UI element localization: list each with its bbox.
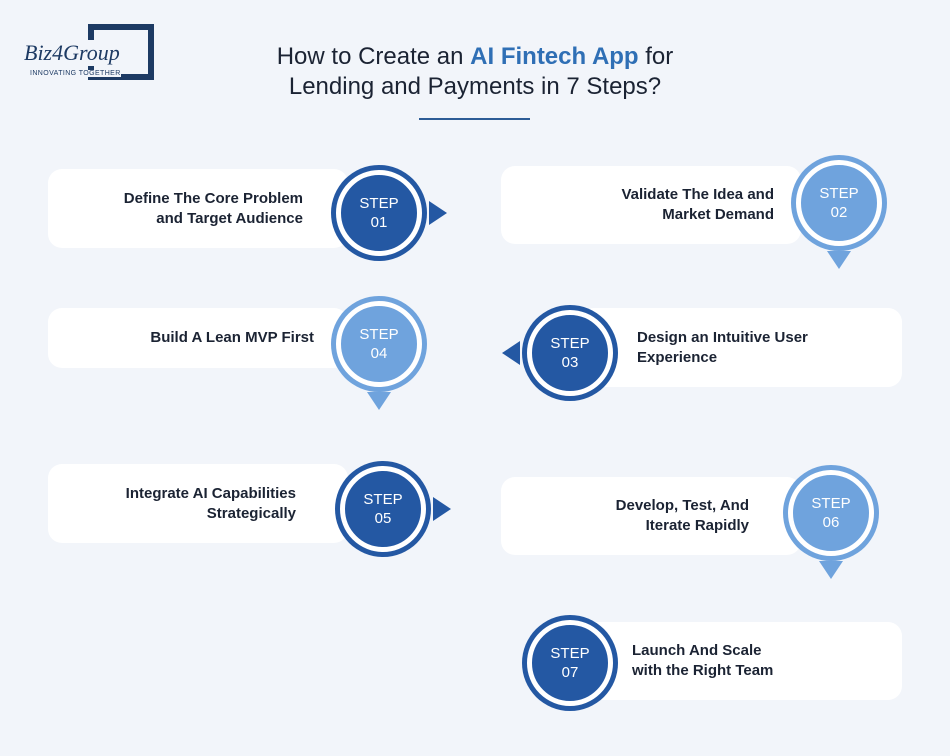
step-03-card: Design an Intuitive User Experience xyxy=(580,308,902,387)
step-03-badge: STEP 03 xyxy=(502,310,613,396)
step-06-arrow-down-icon xyxy=(819,561,843,579)
title-underline xyxy=(419,118,530,120)
step-03-text-line-1: Design an Intuitive User xyxy=(637,328,808,346)
step-07-badge: STEP 07 xyxy=(527,620,613,706)
step-05-label: STEP xyxy=(363,491,403,508)
biz4group-logo: Biz4Group INNOVATING TOGETHER xyxy=(22,24,157,84)
step-05-number: 05 xyxy=(374,510,392,527)
step-03-number: 03 xyxy=(561,354,579,371)
step-01-text-line-1: Define The Core Problem xyxy=(123,189,303,207)
step-02-number: 02 xyxy=(830,204,848,221)
step-04-text-line-1: Build A Lean MVP First xyxy=(150,329,314,346)
step-04-card: Build A Lean MVP First xyxy=(48,308,348,368)
step-04-label: STEP xyxy=(359,326,399,343)
step-05-circle: STEP 05 xyxy=(340,466,426,552)
title-suffix: for xyxy=(638,43,674,70)
step-06-number: 06 xyxy=(822,514,840,531)
step-07-card: Launch And Scale with the Right Team xyxy=(580,622,902,700)
title-line-2: Lending and Payments in 7 Steps? xyxy=(288,73,662,100)
step-05-text-line-2: Strategically xyxy=(206,504,296,522)
step-02-card: Validate The Idea and Market Demand xyxy=(501,166,801,244)
step-02-label: STEP xyxy=(819,185,859,202)
step-06-label: STEP xyxy=(811,495,851,512)
step-01-arrow-right-icon xyxy=(429,201,447,225)
step-07-circle: STEP 07 xyxy=(527,620,613,706)
step-05-text-line-1: Integrate AI Capabilities xyxy=(125,484,296,502)
step-07-number: 07 xyxy=(561,664,579,681)
title-line-1: How to Create an AI Fintech App for xyxy=(175,42,775,72)
title-highlight: AI Fintech App xyxy=(470,43,639,70)
step-02-text-line-1: Validate The Idea and xyxy=(621,186,774,203)
step-06-text-line-1: Develop, Test, And xyxy=(615,497,749,514)
step-02-arrow-down-icon xyxy=(827,251,851,269)
step-02-badge: STEP 02 xyxy=(796,160,882,269)
step-04-arrow-down-icon xyxy=(367,392,391,410)
step-07-text-line-1: Launch And Scale xyxy=(632,642,762,659)
step-03-text-line-2: Experience xyxy=(637,348,718,366)
step-07-label: STEP xyxy=(550,645,590,662)
step-01-circle: STEP 01 xyxy=(336,170,422,256)
step-02-circle: STEP 02 xyxy=(796,160,882,246)
step-01-card: Define The Core Problem and Target Audie… xyxy=(48,169,348,248)
step-07-text-line-2: with the Right Team xyxy=(632,662,774,679)
step-01-number: 01 xyxy=(370,214,388,231)
step-03-arrow-left-icon xyxy=(502,341,520,365)
step-01-text-line-2: and Target Audience xyxy=(156,209,303,227)
step-04-badge: STEP 04 xyxy=(336,301,422,410)
title-prefix: How to Create an xyxy=(276,43,471,70)
step-03-circle: STEP 03 xyxy=(527,310,613,396)
step-03-label: STEP xyxy=(550,335,590,352)
step-01-badge: STEP 01 xyxy=(336,170,447,256)
logo-wordmark: Biz4Group xyxy=(24,40,122,66)
step-04-number: 04 xyxy=(370,345,388,362)
step-06-text-line-2: Iterate Rapidly xyxy=(645,517,749,534)
step-01-label: STEP xyxy=(359,195,399,212)
step-05-arrow-right-icon xyxy=(433,497,451,521)
step-05-card: Integrate AI Capabilities Strategically xyxy=(48,464,348,543)
step-06-card: Develop, Test, And Iterate Rapidly xyxy=(501,477,801,555)
step-05-badge: STEP 05 xyxy=(340,466,451,552)
step-06-badge: STEP 06 xyxy=(788,470,874,579)
logo-tagline: INNOVATING TOGETHER xyxy=(30,70,121,77)
page-title: How to Create an AI Fintech App for Lend… xyxy=(175,42,775,102)
step-02-text-line-2: Market Demand xyxy=(662,206,774,223)
step-04-circle: STEP 04 xyxy=(336,301,422,387)
step-06-circle: STEP 06 xyxy=(788,470,874,556)
